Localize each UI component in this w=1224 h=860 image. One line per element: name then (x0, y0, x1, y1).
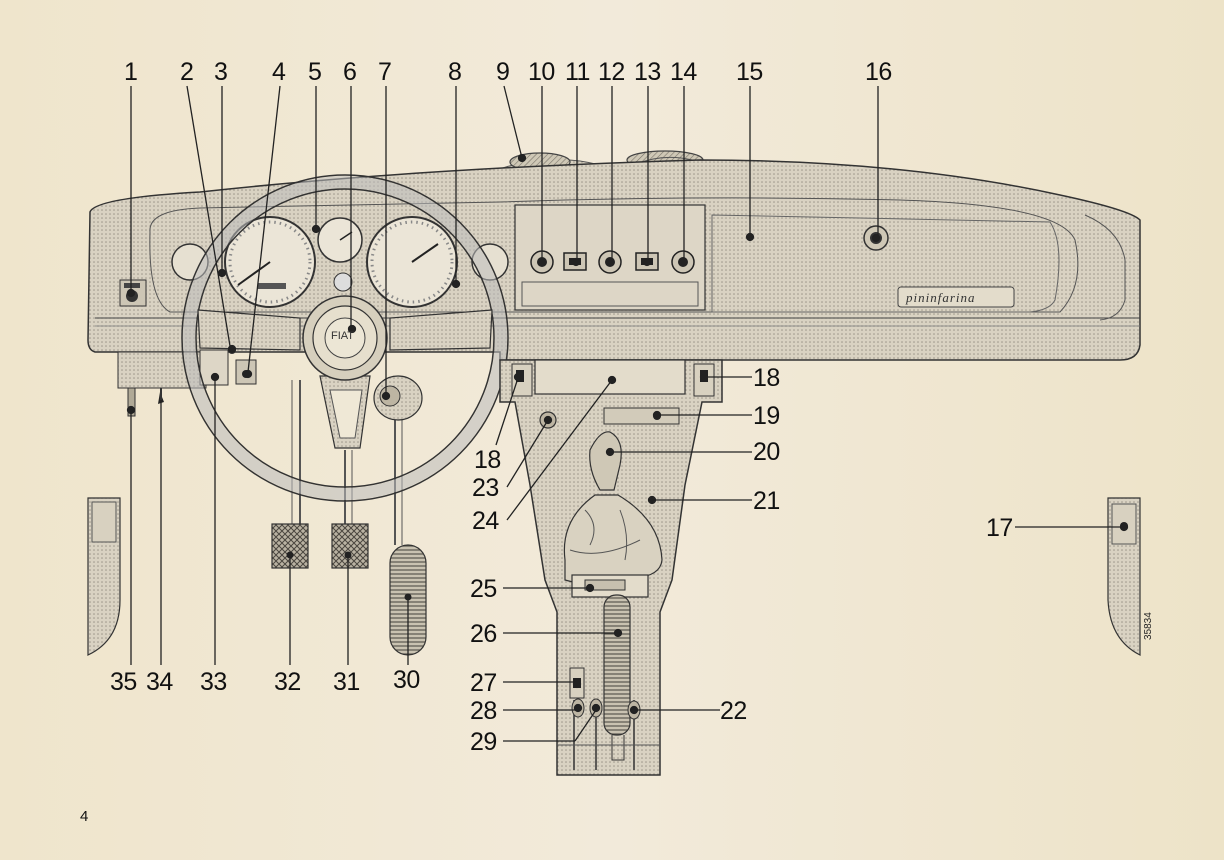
callout-18-left: 18 (474, 446, 501, 474)
callout-25: 25 (470, 575, 497, 603)
callout-7: 7 (378, 58, 392, 86)
callout-8: 8 (448, 58, 462, 86)
callout-29: 29 (470, 728, 497, 756)
callout-9: 9 (496, 58, 510, 86)
callout-21: 21 (753, 487, 780, 515)
column-stalk-knob (373, 375, 423, 421)
callout-6: 6 (343, 58, 357, 86)
callout-leaders (126, 85, 1129, 742)
callout-15: 15 (736, 58, 763, 86)
callout-1: 1 (124, 58, 138, 86)
callout-22: 22 (720, 697, 747, 725)
callout-33: 33 (200, 668, 227, 696)
fiat-logo: FIAT (331, 330, 355, 342)
callout-13: 13 (634, 58, 661, 86)
callout-3: 3 (214, 58, 228, 86)
door-side-panels (87, 497, 1141, 656)
reference-code: 35834 (1143, 612, 1154, 640)
callout-30: 30 (393, 666, 420, 694)
callout-18-right: 18 (753, 364, 780, 392)
callout-10: 10 (528, 58, 555, 86)
callout-14: 14 (670, 58, 697, 86)
callout-35: 35 (110, 668, 137, 696)
center-console (499, 359, 723, 776)
callout-34: 34 (146, 668, 173, 696)
callout-23: 23 (472, 474, 499, 502)
callout-26: 26 (470, 620, 497, 648)
callout-12: 12 (598, 58, 625, 86)
callout-20: 20 (753, 438, 780, 466)
callout-19: 19 (753, 402, 780, 430)
callout-27: 27 (470, 669, 497, 697)
callout-11: 11 (565, 58, 590, 86)
steering-wheel (181, 174, 509, 502)
page-number: 4 (80, 808, 89, 825)
callout-16: 16 (865, 58, 892, 86)
callout-17: 17 (986, 514, 1013, 542)
pininfarina-badge: pininfarina (906, 290, 976, 305)
callout-5: 5 (308, 58, 322, 86)
callout-31: 31 (333, 668, 360, 696)
callout-2: 2 (180, 58, 194, 86)
callout-24: 24 (472, 507, 499, 535)
callout-32: 32 (274, 668, 301, 696)
callout-28: 28 (470, 697, 497, 725)
pedals (271, 523, 427, 656)
callout-4: 4 (272, 58, 286, 86)
